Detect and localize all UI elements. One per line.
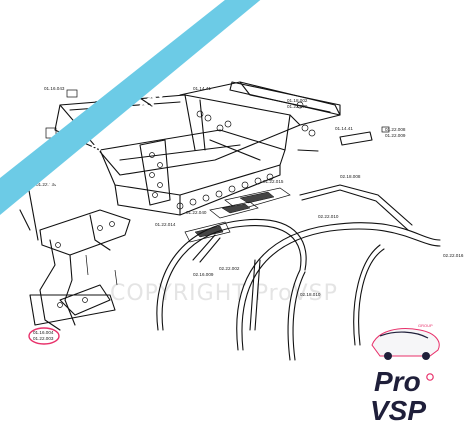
label-02-18-010: 02.18.010 (300, 292, 321, 297)
label-02-18-008: 02.18.008 (340, 174, 361, 179)
label-01-16-004: 01.16.004 (33, 330, 54, 335)
label-01-22-134: 01.22.134 (36, 182, 57, 187)
label-01-22-015: 01.22.015 (263, 179, 284, 184)
highlighted-part-ring (28, 327, 60, 345)
label-01-16-043: 01.16.043 (44, 86, 65, 91)
label-02-16-009: 02.16.009 (193, 272, 214, 277)
label-01-22-003: 01.22.003 (33, 336, 54, 341)
label-01-22-014: 01.22.014 (155, 222, 176, 227)
label-01-22-009: 01.22.009 (385, 133, 406, 138)
label-01-14-41-right: 01.14.41 (335, 126, 353, 131)
banner-stripe (0, 0, 261, 215)
logo-vsp-text: VSP (370, 395, 426, 426)
floor-pads (184, 187, 291, 243)
label-02-22-002: 02.22.002 (219, 266, 240, 271)
label-02-22-016: 02.22.016 (443, 253, 464, 258)
label-01-14-41-top: 01.14.41 (193, 86, 211, 91)
website-banner: pro-piece-vsp.com (0, 0, 261, 215)
label-01-22-008: 01.22.008 (385, 127, 406, 132)
front-subframe (19, 184, 131, 331)
label-01-22-040: 01.22.040 (186, 210, 207, 215)
roll-cage-tubes (156, 184, 441, 361)
label-01-18-002: 01.18.002 (287, 98, 308, 103)
logo-small-text: GROUP (418, 323, 433, 328)
provsp-logo: GROUP Pro VSP (370, 323, 440, 426)
logo-pro-text: Pro (374, 366, 421, 397)
label-02-22-010: 02.22.010 (318, 214, 339, 219)
label-01-22-079: 01.22.079 (287, 104, 308, 109)
